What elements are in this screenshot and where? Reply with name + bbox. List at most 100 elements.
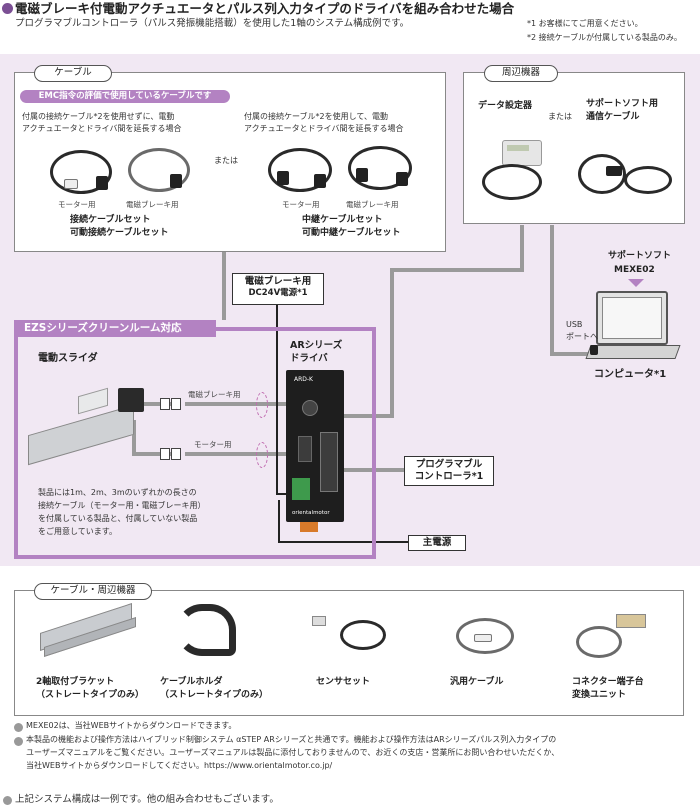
relay-brake-connector-a-icon <box>356 168 368 182</box>
ezs-desc-2: 接続ケーブル（モーター用・電磁ブレーキ用） <box>38 501 206 510</box>
motor-connector-a-icon <box>160 448 170 460</box>
wire-cable-to-ezs <box>222 252 226 320</box>
relay-motor-connector-b-icon <box>314 174 326 188</box>
wire-motor-cable-a <box>132 452 180 456</box>
plc-label-1: プログラマブル <box>415 459 483 470</box>
accessory-4-line1: 汎用ケーブル <box>450 677 504 687</box>
dc24v-power-box: 電磁ブレーキ用 DC24V電源*1 <box>232 273 324 305</box>
brake-cable-connector-icon <box>170 174 182 188</box>
terminal-unit-cable-image <box>576 626 622 658</box>
right-set-name-1: 中継ケーブルセット <box>302 215 383 225</box>
peripheral-panel <box>463 72 685 224</box>
support-cable-image-2 <box>624 166 672 194</box>
accessories-panel-label: ケーブル・周辺機器 <box>34 583 152 600</box>
driver-label-1: ARシリーズ <box>290 340 343 351</box>
usb-converter-icon <box>606 166 622 176</box>
usb-plug-icon <box>590 345 598 355</box>
terminal-block-unit-icon <box>616 614 646 628</box>
wire-peripheral-to-driver-h <box>344 414 394 418</box>
footnote-2: *2 接続ケーブルが付属している製品のみ。 <box>527 33 682 42</box>
accessory-1-line1: 2軸取付ブラケット <box>36 677 115 687</box>
slider-motor-icon <box>118 388 144 412</box>
accessory-1-line2: （ストレートタイプのみ） <box>36 690 145 700</box>
ezs-desc-4: をご用意しています。 <box>38 527 117 536</box>
driver-terminal-block-icon <box>292 478 310 500</box>
cable-right-desc-2: アクチュエータとドライバ間を延長する場合 <box>244 124 404 133</box>
support-software-label: サポートソフト <box>608 251 672 261</box>
right-motor-label: モーター用 <box>282 200 320 209</box>
ezs-desc-1: 製品には1m、2m、3mのいずれかの長さの <box>38 488 197 497</box>
wire-peripheral-to-pc-h <box>550 352 595 356</box>
data-setter-label: データ設定器 <box>478 101 533 111</box>
ezs-label: EZSシリーズクリーンルーム対応 <box>14 320 216 337</box>
left-set-name-2: 可動接続ケーブルセット <box>70 228 169 238</box>
accessory-5-line1: コネクター端子台 <box>572 677 644 687</box>
page-title: 電磁ブレーキ付電動アクチュエータとパルス列入力タイプのドライバを組み合わせた場合 <box>15 1 515 16</box>
left-motor-label: モーター用 <box>58 200 96 209</box>
ferrite-core-brake-icon <box>256 392 268 418</box>
wire-dc24v <box>276 305 278 495</box>
computer-label: コンピュータ*1 <box>594 369 667 380</box>
left-set-name-1: 接続ケーブルセット <box>70 215 151 225</box>
wire-peripheral-to-driver-v <box>390 268 394 418</box>
page-subtitle: プログラマブルコントローラ（パルス発振機能搭載）を使用した1軸のシステム構成例で… <box>15 18 410 29</box>
relay-motor-connector-a-icon <box>277 171 289 185</box>
peripheral-panel-label: 周辺機器 <box>484 65 558 82</box>
footnote-mexe02: MEXE02は、当社WEBサイトからダウンロードできます。 <box>26 721 237 730</box>
cable-left-desc-1: 付属の接続ケーブル*2を使用せずに、電動 <box>22 112 175 121</box>
ezs-desc-3: を付属している製品と、付属していない製品 <box>38 514 198 523</box>
cable-left-desc-2: アクチュエータとドライバ間を延長する場合 <box>22 124 182 133</box>
footnote-bullet-3-icon <box>3 796 12 805</box>
arrow-down-icon <box>628 279 644 287</box>
laptop-keyboard-icon <box>585 345 681 359</box>
wire-motor-cable-b <box>185 452 286 456</box>
driver-label-2: ドライバ <box>290 353 328 364</box>
slider-label: 電動スライダ <box>38 353 98 364</box>
wire-peripheral-down <box>520 225 524 270</box>
relay-brake-connector-b-icon <box>396 172 408 186</box>
brake-cable-label: 電磁ブレーキ用 <box>188 390 241 399</box>
driver-model-label: ARD-K <box>294 376 313 383</box>
driver-connector-icon <box>298 436 312 462</box>
ferrite-core-motor-icon <box>256 442 268 468</box>
general-cable-image <box>456 618 514 654</box>
motor-cable-connector-icon <box>96 176 108 190</box>
brake-connector-b-icon <box>171 398 181 410</box>
footnote-bullet-1-icon <box>14 723 23 732</box>
dc24v-label-1: 電磁ブレーキ用 <box>244 276 312 287</box>
data-setter-display-icon <box>507 145 529 151</box>
driver-brand-label: orientalmotor <box>292 510 330 516</box>
cable-right-desc-1: 付属の接続ケーブル*2を使用して、電動 <box>244 112 388 121</box>
data-setter-cable-image <box>482 164 542 200</box>
relay-brake-cable-image <box>348 146 412 190</box>
footnote-bullet-2-icon <box>14 737 23 746</box>
wire-main-power-h <box>278 541 408 543</box>
accessory-3-line1: センサセット <box>316 677 371 687</box>
cable-or-label: または <box>214 156 238 165</box>
right-brake-label: 電磁ブレーキ用 <box>346 200 399 209</box>
support-cable-label-2: 通信ケーブル <box>586 112 640 122</box>
wire-peripheral-horizontal <box>390 268 524 272</box>
sensor-cable-image <box>340 620 386 650</box>
peripheral-or-label: または <box>548 112 572 121</box>
mexe02-label: MEXE02 <box>614 265 655 275</box>
motor-cable-label: モーター用 <box>194 440 232 449</box>
emc-tag: EMC指令の評価で使用しているケーブルです <box>20 90 230 104</box>
relay-motor-cable-image <box>268 148 332 192</box>
driver-io-connector-icon <box>320 432 338 492</box>
main-power-box: 主電源 <box>408 535 466 551</box>
footnote-manual-2: ユーザーズマニュアルをご覧ください。ユーザーズマニュアルは製品に添付しておりませ… <box>26 748 560 757</box>
wire-brake-cable-b <box>185 402 286 406</box>
sensor-icon <box>312 616 326 626</box>
plc-label-2: コントローラ*1 <box>414 471 484 483</box>
left-brake-label: 電磁ブレーキ用 <box>126 200 179 209</box>
brake-cable-image <box>128 148 190 192</box>
accessory-2-line2: （ストレートタイプのみ） <box>160 690 269 700</box>
data-setter-device-icon <box>502 140 542 166</box>
wire-peripheral-to-pc-v <box>550 225 554 355</box>
driver-bottom-cap-icon <box>300 522 318 532</box>
motor-cable-image <box>50 150 112 194</box>
footnote-example: 上記システム構成は一例です。他の組み合わせもございます。 <box>15 794 279 805</box>
support-cable-label-1: サポートソフト用 <box>586 99 659 109</box>
usb-label-1: USB <box>566 320 583 329</box>
